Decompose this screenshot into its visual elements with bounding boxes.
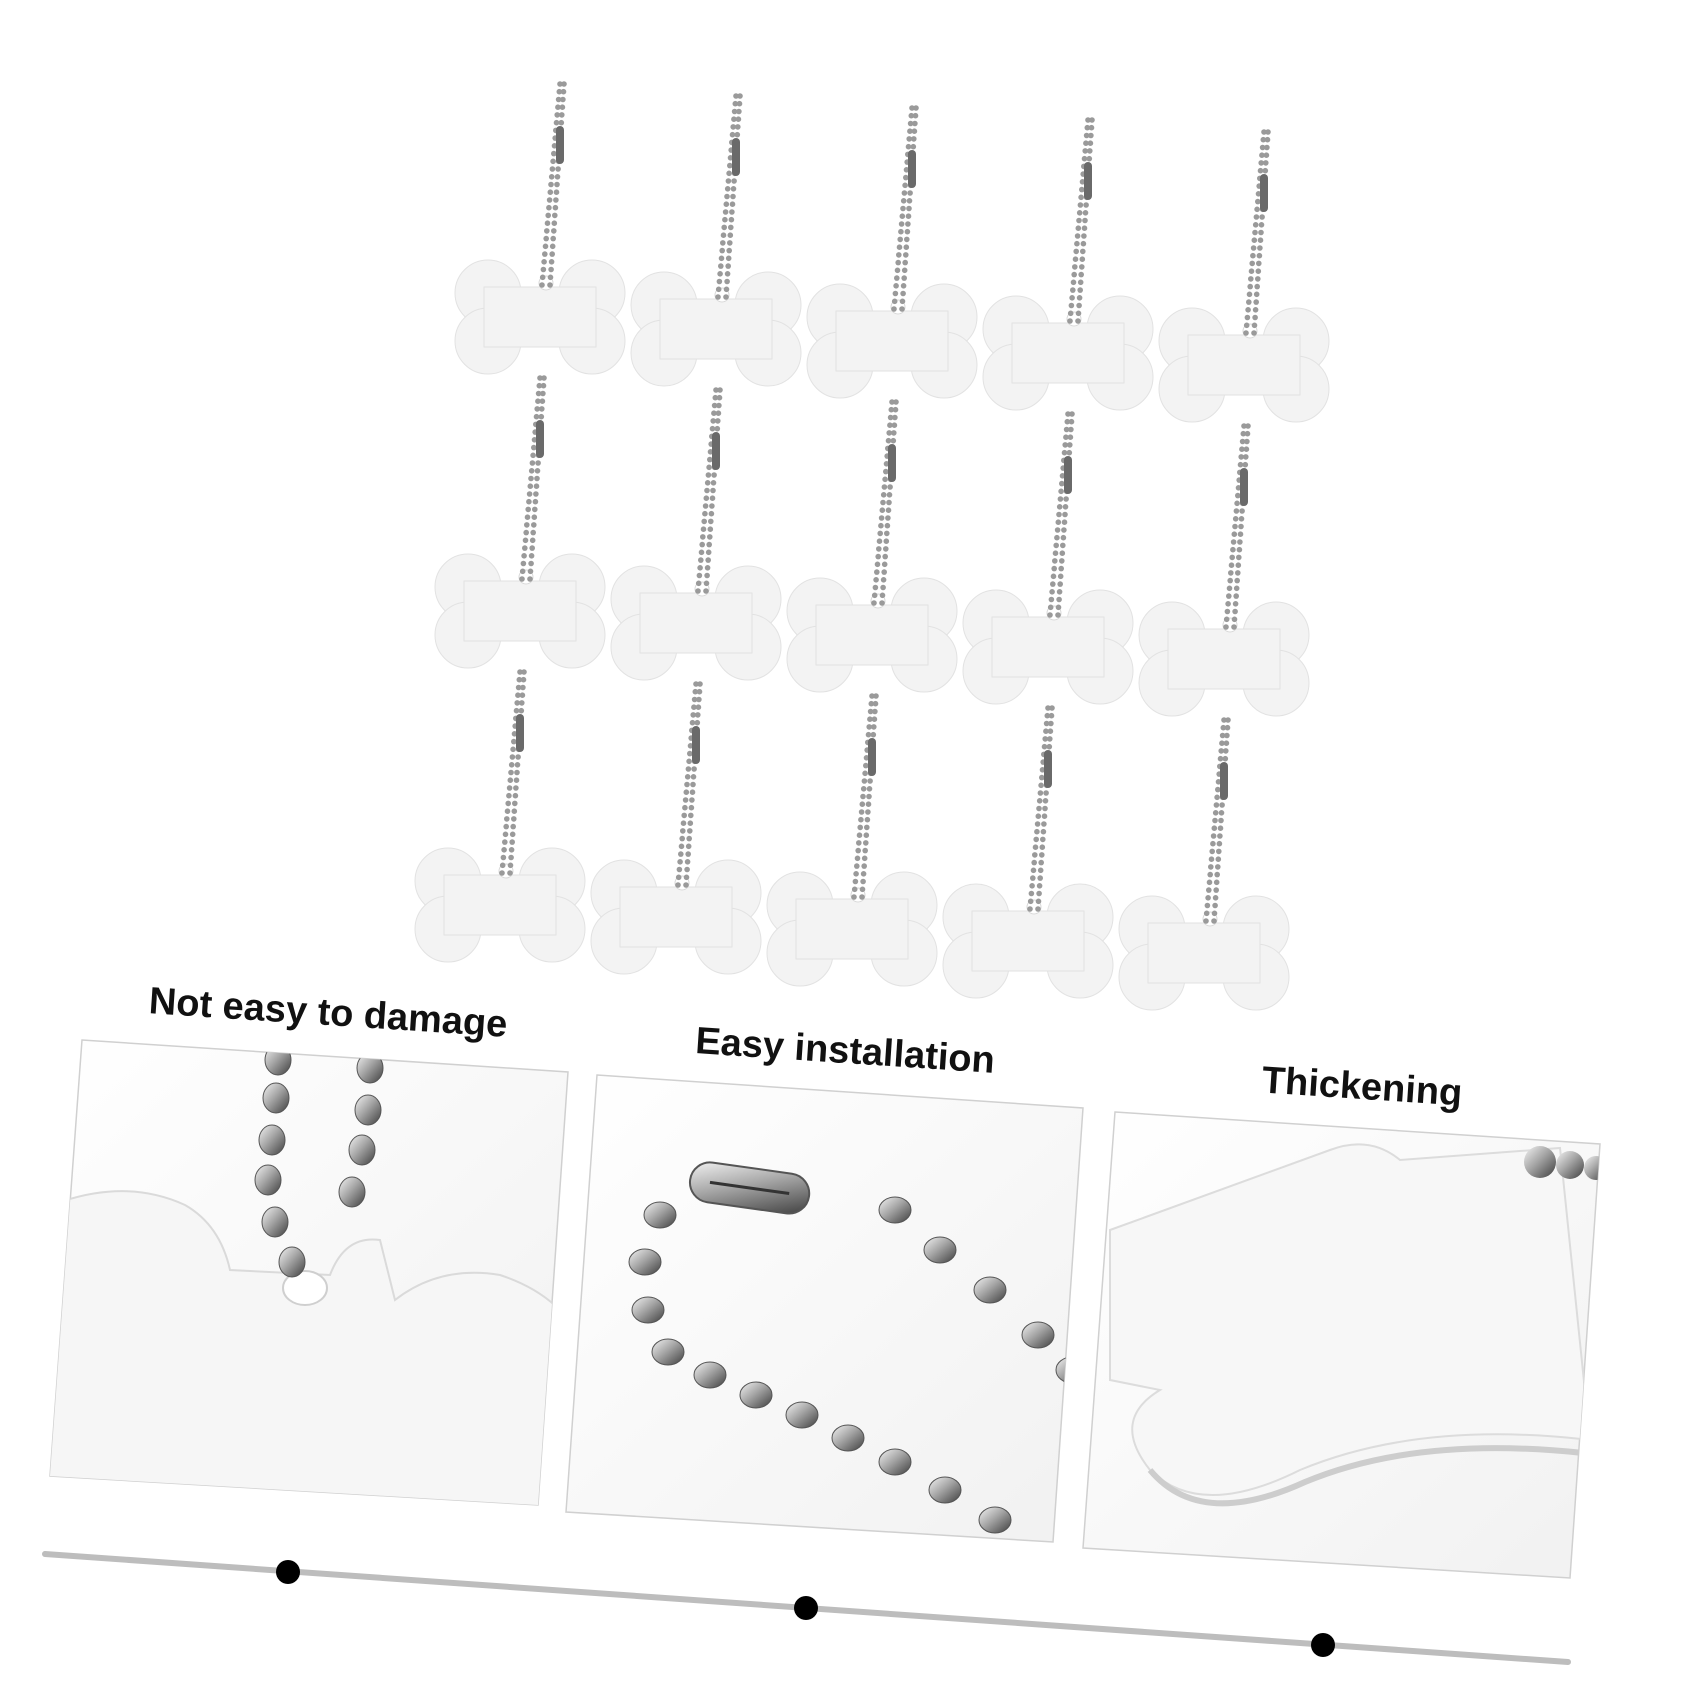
bone-tag-icon (1158, 129, 1330, 423)
bone-tag-icon (434, 375, 606, 669)
feature-panel-1: Not easy to damage (49, 980, 569, 1506)
ball-chain (851, 693, 879, 900)
ball-chain (1203, 717, 1231, 924)
ball-chain (1047, 411, 1075, 618)
timeline (42, 1551, 1571, 1665)
feature-caption-1: Not easy to damage (148, 980, 509, 1046)
timeline-dot-1 (276, 1560, 300, 1584)
bone-tag-icon (1118, 717, 1290, 1011)
bone-tag-edge-icon (1109, 1143, 1600, 1507)
bone-tag-icon (982, 117, 1154, 411)
ball-chain (715, 93, 743, 300)
feature-panel-3: Thickening (1082, 1059, 1601, 1579)
bone-tag-icon (414, 669, 586, 963)
ball-chain (1067, 117, 1095, 324)
feature-caption-3: Thickening (1261, 1059, 1464, 1114)
bone-tag-icon (454, 81, 626, 375)
bone-tag-grid (414, 81, 1330, 1011)
timeline-dot-3 (1311, 1633, 1335, 1657)
ball-chain (499, 669, 527, 876)
bone-tag-icon (806, 105, 978, 399)
ball-chain (891, 105, 919, 312)
ball-chain (675, 681, 703, 888)
bone-tag-icon (590, 681, 762, 975)
bone-tag-icon (786, 399, 958, 693)
ball-chain (539, 81, 567, 288)
bone-tag-icon (962, 411, 1134, 705)
ball-chain-connector-icon (628, 1161, 1083, 1534)
bone-tag-icon (610, 387, 782, 681)
bone-tag-icon (630, 93, 802, 387)
feature-panels: Not easy to damage Easy installation (49, 980, 1601, 1579)
bone-tag-icon (1138, 423, 1310, 717)
ball-chain (1223, 423, 1251, 630)
timeline-dot-2 (794, 1596, 818, 1620)
ball-chain (1027, 705, 1055, 912)
feature-panel-2: Easy installation (565, 1020, 1084, 1543)
ball-chain (1243, 129, 1271, 336)
bone-tag-icon (766, 693, 938, 987)
bone-tag-closeup-icon (50, 1044, 568, 1505)
ball-chain (695, 387, 723, 594)
bone-tag-icon (942, 705, 1114, 999)
feature-caption-2: Easy installation (694, 1020, 996, 1082)
ball-chain (871, 399, 899, 606)
ball-chain (519, 375, 547, 582)
